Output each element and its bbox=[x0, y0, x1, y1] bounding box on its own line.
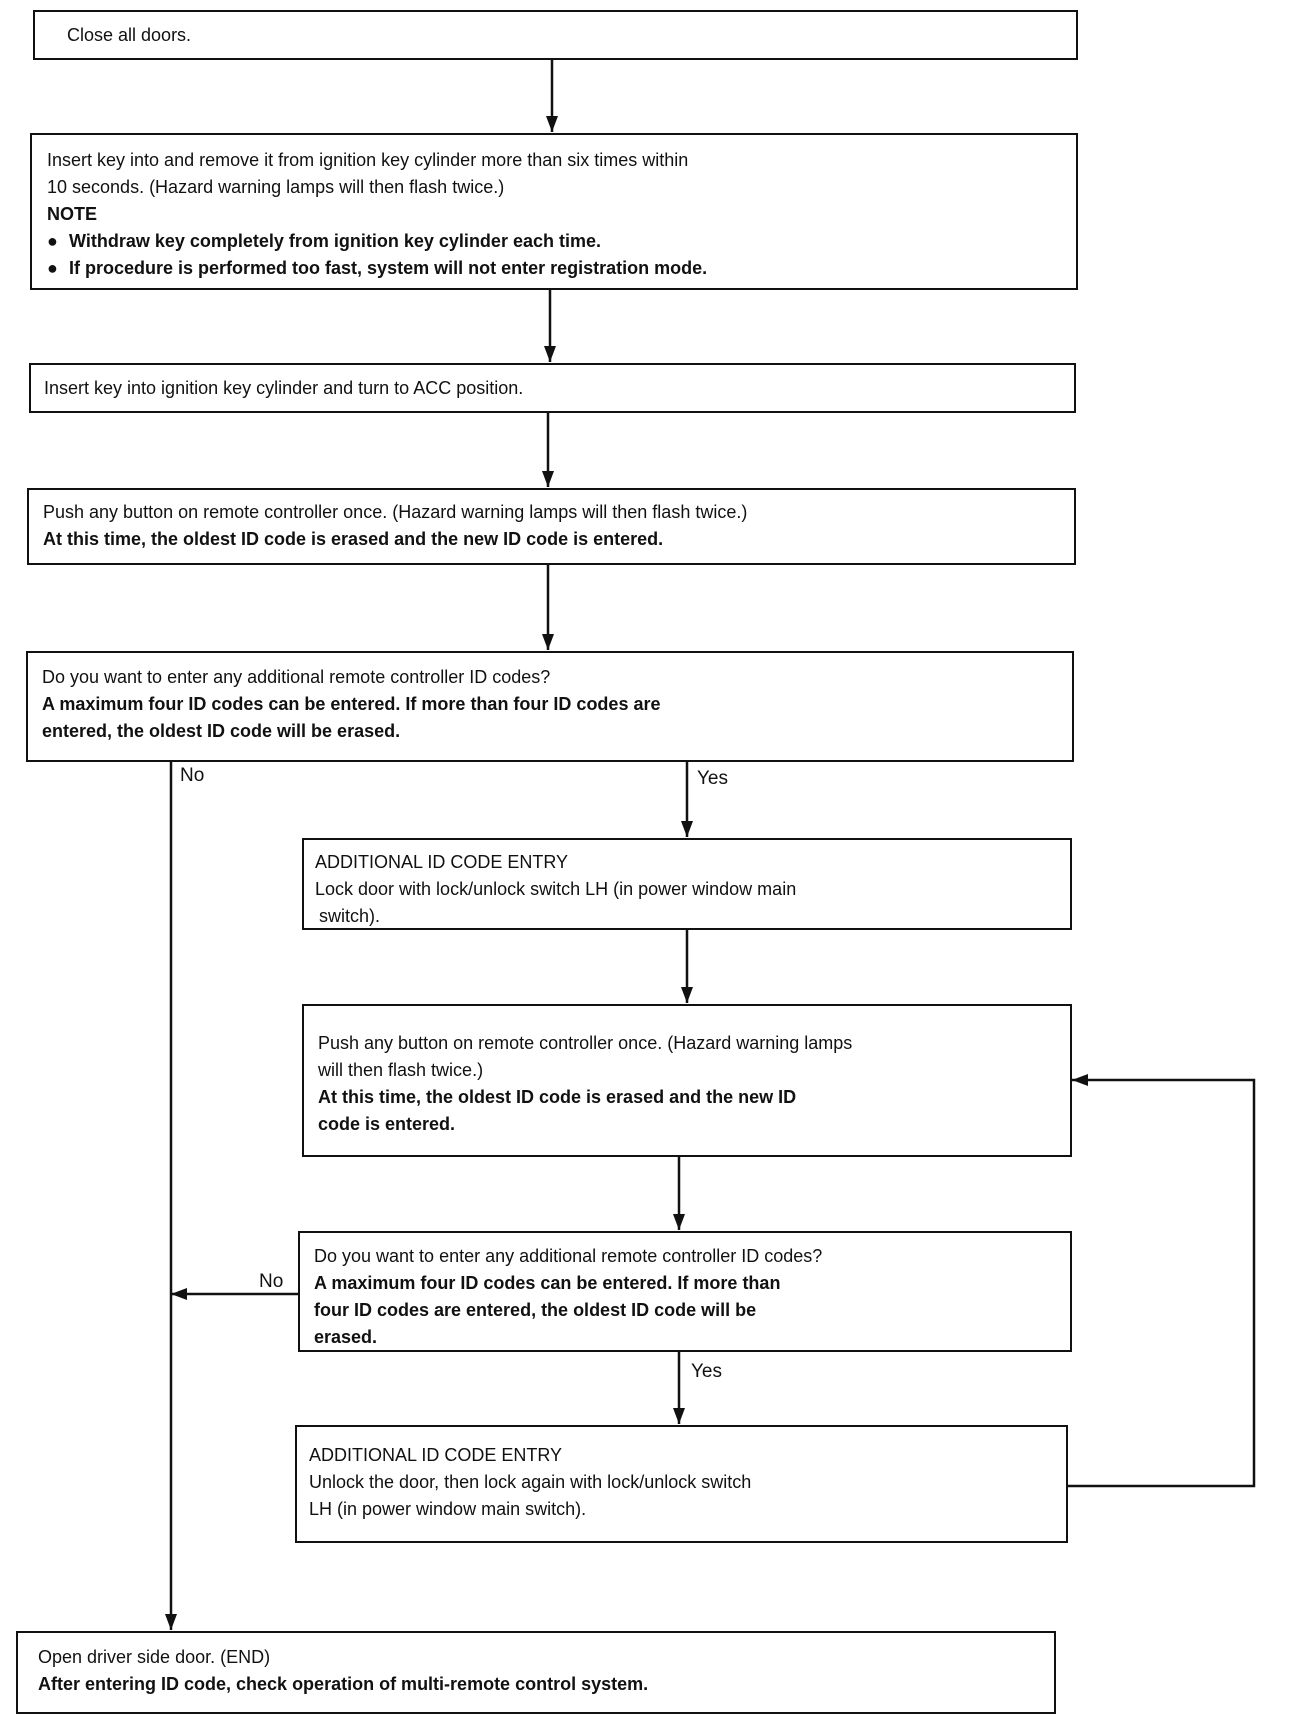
step-text: ADDITIONAL ID CODE ENTRY bbox=[309, 1445, 563, 1465]
step-open-driver-door-end: Open driver side door. (END) After enter… bbox=[16, 1631, 1056, 1714]
step-text-bold: At this time, the oldest ID code is eras… bbox=[43, 529, 664, 549]
bullet-icon: ● bbox=[47, 231, 58, 251]
step-turn-to-acc: Insert key into ignition key cylinder an… bbox=[29, 363, 1076, 413]
step-text: Lock door with lock/unlock switch LH (in… bbox=[315, 879, 797, 899]
decision-additional-codes: Do you want to enter any additional remo… bbox=[26, 651, 1074, 762]
bullet-icon: ● bbox=[47, 258, 58, 278]
label-no-1: No bbox=[180, 765, 205, 786]
step-additional-entry-unlock-lock: ADDITIONAL ID CODE ENTRY Unlock the door… bbox=[295, 1425, 1068, 1543]
decision-text-bold: erased. bbox=[314, 1327, 378, 1347]
note-bullet: ●Withdraw key completely from ignition k… bbox=[47, 228, 1062, 255]
step-text: ADDITIONAL ID CODE ENTRY bbox=[315, 852, 569, 872]
step-push-button: Push any button on remote controller onc… bbox=[27, 488, 1076, 565]
step-text: will then flash twice.) bbox=[318, 1060, 484, 1080]
step-text: Push any button on remote controller onc… bbox=[43, 502, 748, 522]
decision-text-bold: four ID codes are entered, the oldest ID… bbox=[314, 1300, 757, 1320]
step-text-bold: At this time, the oldest ID code is eras… bbox=[318, 1087, 797, 1107]
step-text: Insert key into ignition key cylinder an… bbox=[44, 378, 524, 398]
decision-text-bold: entered, the oldest ID code will be eras… bbox=[42, 721, 401, 741]
step-text: LH (in power window main switch). bbox=[309, 1499, 587, 1519]
step-text: switch). bbox=[319, 906, 381, 926]
step-insert-remove-key: Insert key into and remove it from ignit… bbox=[30, 133, 1078, 290]
step-text-bold: After entering ID code, check operation … bbox=[38, 1674, 649, 1694]
step-text-bold: code is entered. bbox=[318, 1114, 456, 1134]
decision-text: Do you want to enter any additional remo… bbox=[42, 667, 551, 687]
step-text: 10 seconds. (Hazard warning lamps will t… bbox=[47, 177, 505, 197]
step-text: Unlock the door, then lock again with lo… bbox=[309, 1472, 752, 1492]
step-text: Close all doors. bbox=[67, 25, 192, 45]
decision-text: Do you want to enter any additional remo… bbox=[314, 1246, 823, 1266]
label-yes-2: Yes bbox=[691, 1361, 722, 1382]
step-additional-entry-lock: ADDITIONAL ID CODE ENTRY Lock door with … bbox=[302, 838, 1072, 930]
label-yes-1: Yes bbox=[697, 768, 728, 789]
step-close-doors: Close all doors. bbox=[33, 10, 1078, 60]
note-heading: NOTE bbox=[47, 204, 98, 224]
note-bullet: ●If procedure is performed too fast, sys… bbox=[47, 255, 1062, 282]
step-text: Push any button on remote controller onc… bbox=[318, 1033, 853, 1053]
label-no-2: No bbox=[259, 1271, 284, 1292]
step-text: Insert key into and remove it from ignit… bbox=[47, 150, 689, 170]
decision-text-bold: A maximum four ID codes can be entered. … bbox=[314, 1273, 781, 1293]
decision-text-bold: A maximum four ID codes can be entered. … bbox=[42, 694, 661, 714]
decision-additional-codes-repeat: Do you want to enter any additional remo… bbox=[298, 1231, 1072, 1352]
step-push-button-repeat: Push any button on remote controller onc… bbox=[302, 1004, 1072, 1157]
loop-back-s9-s7 bbox=[1068, 1078, 1256, 1488]
step-text: Open driver side door. (END) bbox=[38, 1647, 271, 1667]
